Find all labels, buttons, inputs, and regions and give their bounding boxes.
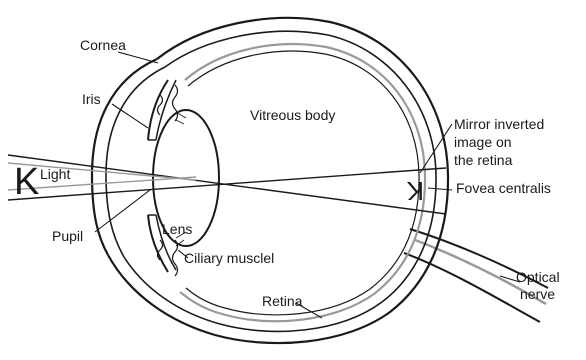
label-mirror-line2: image on [454, 134, 512, 150]
label-pupil: Pupil [52, 228, 83, 244]
image-k: K [406, 176, 424, 206]
label-fovea-centralis: Fovea centralis [456, 180, 551, 196]
label-optical: Optical [516, 269, 560, 285]
label-light: Light [40, 166, 70, 182]
label-retina: Retina [262, 293, 303, 309]
label-mirror-line3: the retina [454, 152, 513, 168]
label-nerve: nerve [520, 286, 555, 302]
object-k: K [14, 161, 39, 203]
label-iris: Iris [82, 91, 101, 107]
sclera-inner [124, 31, 436, 331]
light-rays [8, 155, 446, 214]
label-cornea: Cornea [80, 37, 126, 53]
label-ciliary-muscle: Ciliary musclel [184, 250, 274, 266]
retina-inner-line [186, 51, 419, 315]
cornea [92, 59, 157, 255]
cornea-inner [106, 67, 165, 257]
label-vitreous-body: Vitreous body [250, 107, 335, 123]
label-lens: Lens [162, 221, 192, 237]
label-mirror-line1: Mirror inverted [454, 116, 544, 132]
